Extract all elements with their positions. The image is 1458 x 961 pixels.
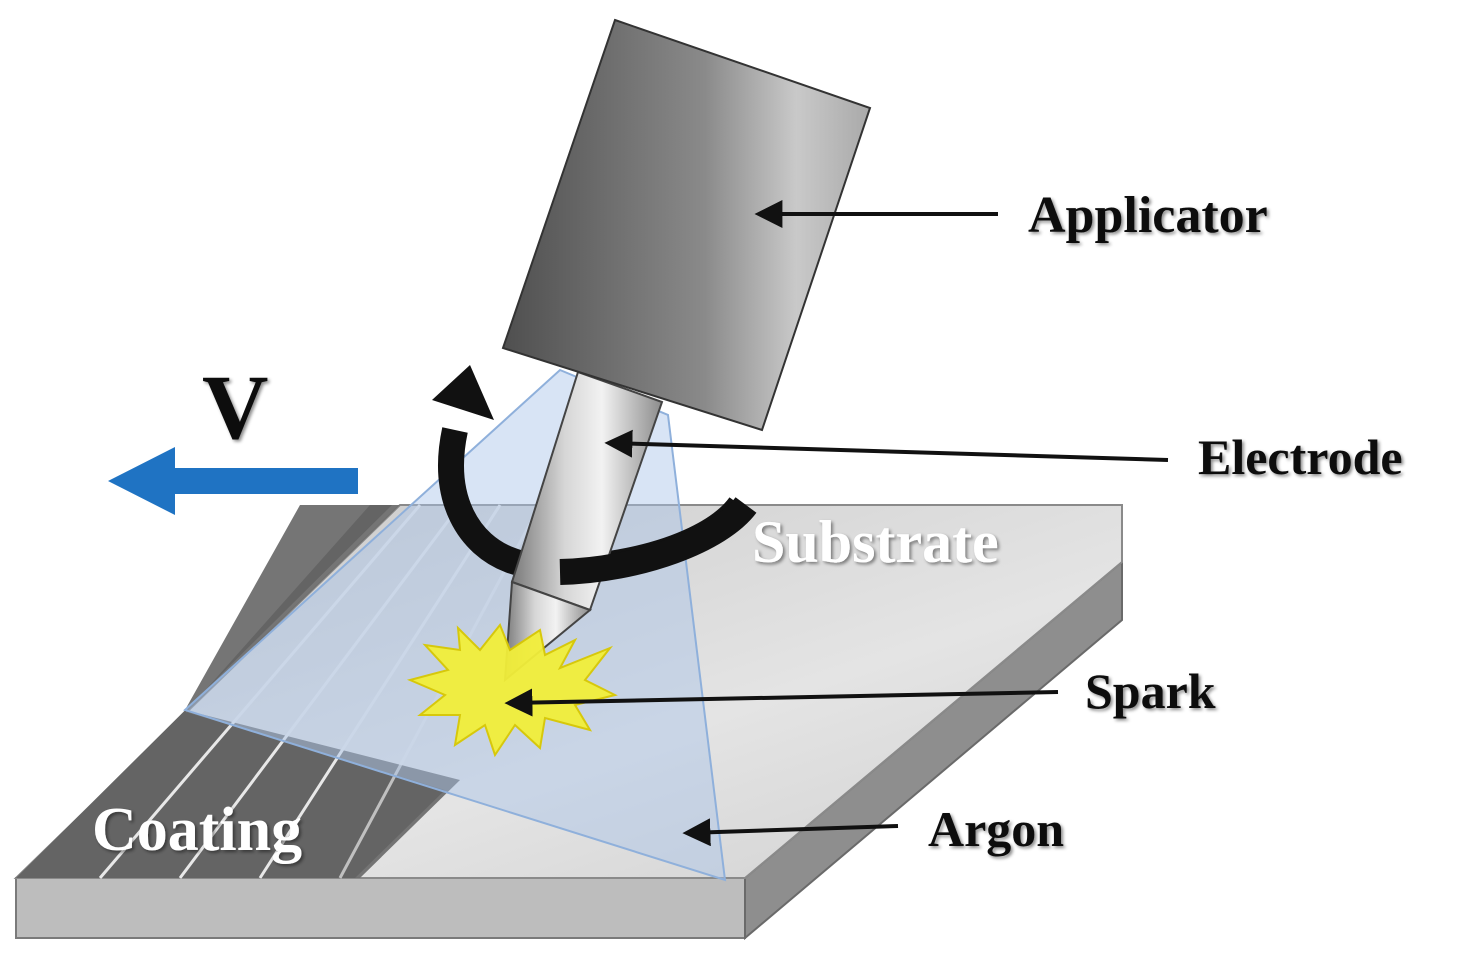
argon-leader xyxy=(682,818,899,847)
spark-leader xyxy=(504,688,1059,717)
electrode-label: Electrode xyxy=(1198,429,1403,485)
coating-layer xyxy=(16,504,542,879)
rotation-arrow-front xyxy=(559,496,757,585)
electrode-leader xyxy=(604,429,1169,462)
substrate-label: Substrate xyxy=(752,509,999,575)
coating-label: Coating xyxy=(92,796,302,864)
applicator-label: Applicator xyxy=(1028,187,1268,244)
coating-region-dark xyxy=(16,505,445,878)
coating-line-3 xyxy=(258,504,502,879)
spark-label: Spark xyxy=(1085,663,1216,719)
rotation-arrowhead-icon xyxy=(432,365,494,420)
substrate-front-face xyxy=(15,877,746,939)
argon-label: Argon xyxy=(928,801,1064,857)
velocity-label: V xyxy=(202,356,268,458)
velocity-arrow-icon xyxy=(108,447,358,515)
coating-line-1 xyxy=(98,504,422,879)
coating-line-2 xyxy=(178,504,462,879)
applicator-body xyxy=(501,18,872,432)
